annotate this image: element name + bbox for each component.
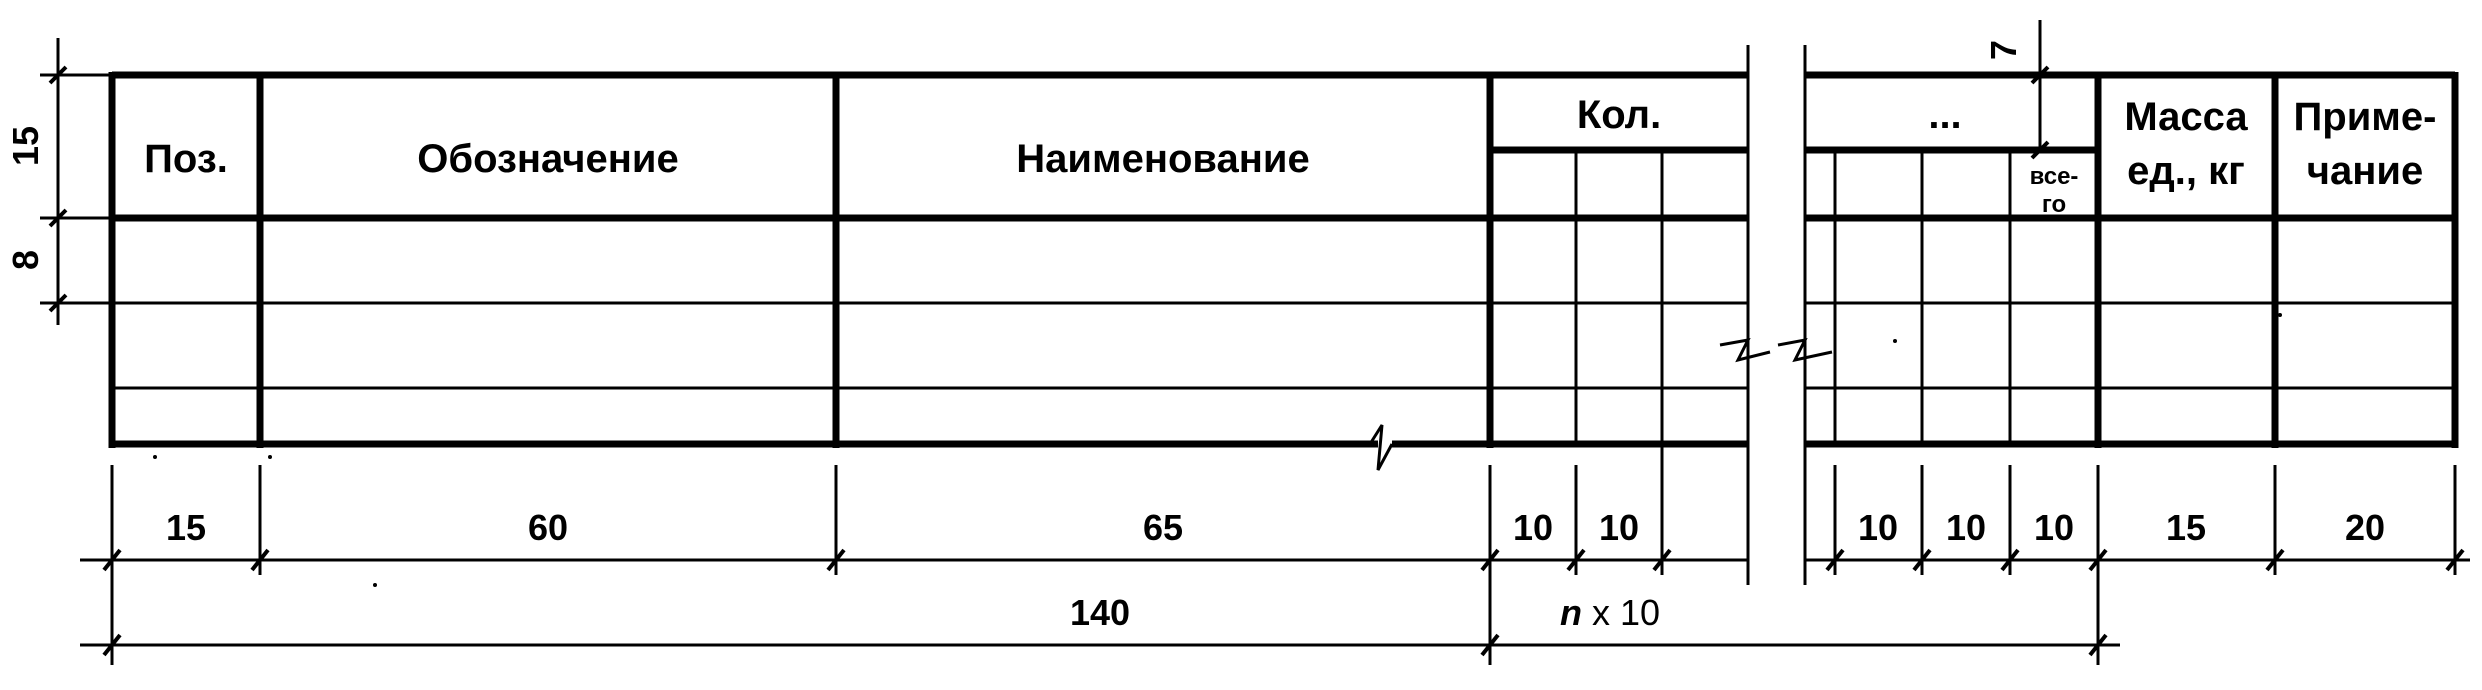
scan-specks bbox=[153, 313, 2282, 587]
dim-width-designation: 60 bbox=[528, 507, 568, 548]
dim-width-qty-3: 10 bbox=[1858, 507, 1898, 548]
dim-width-qty-4: 10 bbox=[1946, 507, 1986, 548]
header-ellipsis: ... bbox=[1928, 93, 1961, 137]
dim-width-mass: 15 bbox=[2166, 507, 2206, 548]
dim-width-note: 20 bbox=[2345, 507, 2385, 548]
dim-n-label: n bbox=[1560, 592, 1582, 633]
header-mass-line1: Масса bbox=[2124, 95, 2248, 139]
dim-header-height: 15 bbox=[5, 126, 46, 166]
left-dimensions: 15 8 bbox=[5, 38, 112, 325]
column-width-dimensions: 15 60 65 10 10 10 10 10 15 20 bbox=[80, 150, 2470, 665]
dim-width-name: 65 bbox=[1143, 507, 1183, 548]
header-designation: Обозначение bbox=[417, 137, 678, 181]
dim-width-total: 10 bbox=[2034, 507, 2074, 548]
dim-n-times-10: n x 10 bbox=[1560, 592, 1660, 633]
break-symbols bbox=[1368, 45, 1833, 585]
header-total-line1: все- bbox=[2030, 163, 2079, 190]
dim-total-140: 140 bbox=[1070, 592, 1130, 633]
header-total-line2: го bbox=[2042, 191, 2066, 218]
dim-width-qty-1: 10 bbox=[1513, 507, 1553, 548]
subheader-dimension: 7 bbox=[1983, 20, 2050, 160]
header-mass-line2: ед., кг bbox=[2127, 149, 2245, 193]
header-qty: Кол. bbox=[1577, 93, 1661, 137]
dim-row-height: 8 bbox=[5, 250, 46, 270]
header-name: Наименование bbox=[1016, 137, 1309, 181]
total-width-dimensions: 140 n x 10 bbox=[80, 592, 2120, 657]
dim-width-qty-2: 10 bbox=[1599, 507, 1639, 548]
header-note-line1: Приме- bbox=[2294, 95, 2437, 139]
table-frame bbox=[108, 71, 2459, 448]
dim-width-pos: 15 bbox=[166, 507, 206, 548]
header-pos: Поз. bbox=[144, 137, 228, 181]
dim-sub-height: 7 bbox=[1983, 40, 2024, 60]
dim-n-suffix: x 10 bbox=[1582, 592, 1660, 633]
header-note-line2: чание bbox=[2307, 149, 2423, 193]
table-header: Поз. Обозначение Наименование Кол. ... в… bbox=[144, 93, 2436, 218]
